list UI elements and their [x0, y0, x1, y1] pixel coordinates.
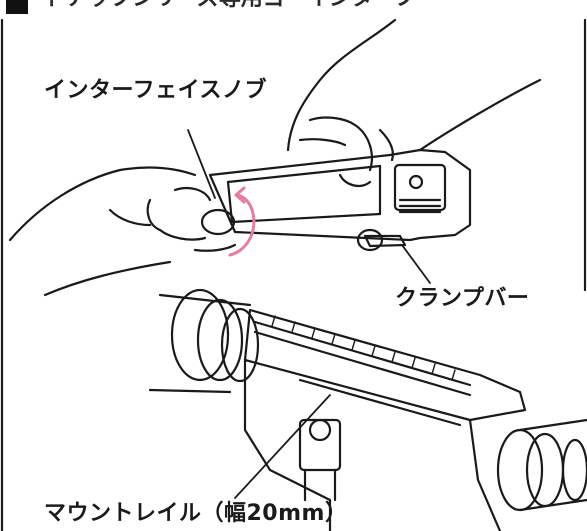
right-hand — [286, 18, 542, 188]
left-hand — [8, 166, 237, 297]
carry-handle — [200, 148, 472, 252]
rifle-receiver — [148, 288, 587, 531]
mount-rail-leader-line — [234, 394, 331, 499]
interface-knob-label: インターフェイスノブ — [44, 78, 268, 103]
clamp-bar-leader-line — [401, 244, 431, 284]
header-text: ドアップシリーズ専用ゴーインターフ — [44, 0, 416, 10]
knob-leader-line — [187, 129, 216, 199]
section-marker — [6, 0, 28, 14]
rotation-arrow — [228, 186, 256, 257]
mount-rail-label: マウントレイル（幅20mm） — [44, 501, 348, 526]
clamp-bar-label: クランプバー — [395, 286, 530, 311]
